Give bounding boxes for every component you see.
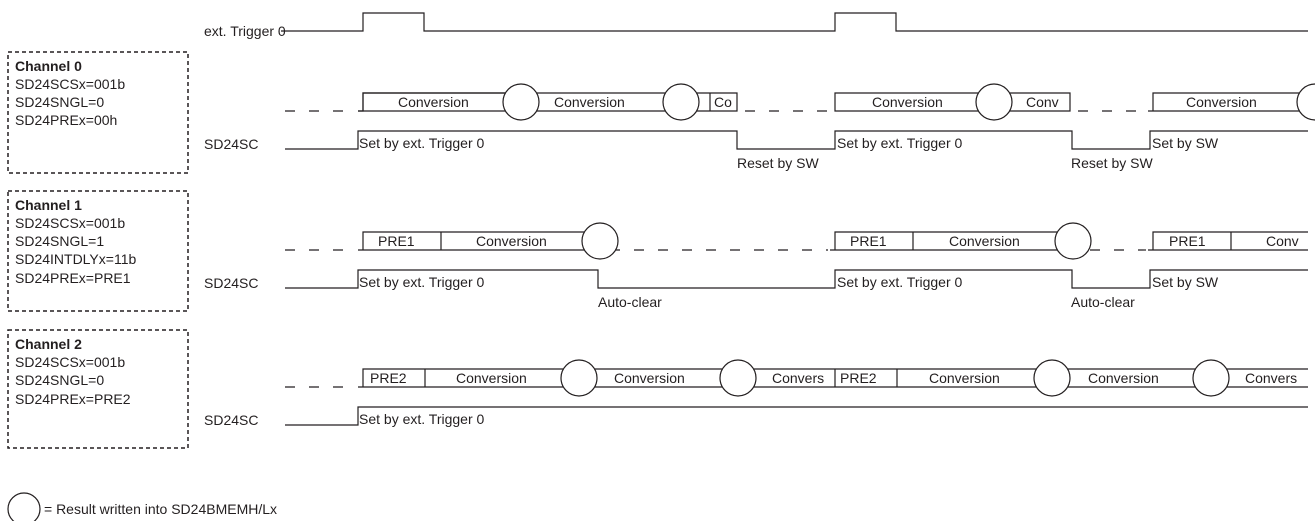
sd24sc-annotation: Set by ext. Trigger 0	[359, 274, 484, 290]
cell-label: Conv	[1266, 233, 1299, 249]
sd24sc-label: SD24SC	[204, 275, 258, 291]
result-circle	[502, 83, 540, 121]
cell-label: PRE1	[850, 233, 887, 249]
config-line: SD24SCSx=001b	[15, 354, 125, 370]
result-circle	[1296, 83, 1315, 121]
sd24sc-annotation: Set by SW	[1152, 274, 1219, 290]
channel-1: Channel 1 SD24SCSx=001b SD24SNGL=1 SD24I…	[7, 190, 1308, 312]
legend-text: = Result written into SD24BMEMH/Lx	[44, 501, 277, 517]
trigger-label: ext. Trigger 0	[204, 23, 286, 39]
bus-segment	[358, 92, 1308, 112]
result-circle	[560, 359, 598, 397]
cell-label: Conversion	[1088, 370, 1159, 386]
channel-config-box	[7, 190, 189, 312]
cell-label: PRE2	[840, 370, 877, 386]
config-line: SD24PREx=PRE2	[15, 391, 131, 407]
cell-label: Conversion	[614, 370, 685, 386]
sd24sc-row: SD24SC Set by ext. Trigger 0	[204, 406, 1308, 428]
config-line: SD24PREx=PRE1	[15, 270, 131, 286]
cell-label: PRE2	[370, 370, 407, 386]
sd24sc-label: SD24SC	[204, 136, 258, 152]
cell-label: Conversion	[476, 233, 547, 249]
cell-label: Conversion	[949, 233, 1020, 249]
conversion-bus: Conversion Conversion Co Conversion Conv…	[285, 83, 1315, 121]
sd24sc-annotation: Reset by SW	[1071, 155, 1153, 171]
channel-config-box	[7, 329, 189, 449]
sd24sc-annotation: Auto-clear	[598, 294, 662, 310]
channel-2: Channel 2 SD24SCSx=001b SD24SNGL=0 SD24P…	[7, 329, 1308, 449]
config-line: SD24PREx=00h	[15, 112, 117, 128]
cell-label: Conversion	[456, 370, 527, 386]
channel-title: Channel 1	[15, 197, 82, 213]
result-circle	[1192, 359, 1230, 397]
cell-label: Convers	[1245, 370, 1297, 386]
result-circle	[581, 222, 619, 260]
sd24sc-annotation: Reset by SW	[737, 155, 819, 171]
cell-label: PRE1	[1169, 233, 1206, 249]
trigger-waveform	[281, 12, 1308, 32]
bus-segment	[1148, 231, 1308, 251]
config-line: SD24SCSx=001b	[15, 76, 125, 92]
result-circle	[662, 83, 700, 121]
sd24sc-annotation: Set by ext. Trigger 0	[359, 411, 484, 427]
bus-segment	[358, 368, 1308, 388]
sd24sc-annotation: Set by SW	[1152, 135, 1219, 151]
cell-label: Conversion	[398, 94, 469, 110]
sd24sc-row: SD24SC Set by ext. Trigger 0 Reset by SW…	[204, 130, 1308, 171]
trigger-row: ext. Trigger 0	[204, 12, 1308, 39]
sd24sc-waveform	[285, 269, 1308, 289]
result-circle	[1033, 359, 1071, 397]
cell-label: Conversion	[554, 94, 625, 110]
cell-label: Co	[714, 94, 732, 110]
result-circle	[1054, 222, 1092, 260]
bus-segment	[358, 231, 597, 251]
conversion-bus: PRE2 Conversion Conversion Convers PRE2 …	[285, 359, 1308, 397]
sd24sc-waveform	[285, 406, 1308, 426]
cell-label: Conversion	[1186, 94, 1257, 110]
legend: = Result written into SD24BMEMH/Lx	[7, 492, 277, 521]
channel-config-box	[7, 51, 189, 174]
cell-label: PRE1	[378, 233, 415, 249]
sd24sc-annotation: Set by ext. Trigger 0	[359, 135, 484, 151]
config-line: SD24SNGL=1	[15, 233, 104, 249]
result-circle	[975, 83, 1013, 121]
sd24sc-waveform	[285, 130, 1308, 150]
config-line: SD24SNGL=0	[15, 372, 104, 388]
sd24sc-annotation: Auto-clear	[1071, 294, 1135, 310]
sd24sc-annotation: Set by ext. Trigger 0	[837, 135, 962, 151]
sd24sc-annotation: Set by ext. Trigger 0	[837, 274, 962, 290]
channel-title: Channel 2	[15, 336, 82, 352]
cell-label: Conversion	[929, 370, 1000, 386]
cell-label: Conv	[1026, 94, 1059, 110]
channel-title: Channel 0	[15, 58, 82, 74]
config-line: SD24INTDLYx=11b	[15, 251, 136, 267]
sd24sc-label: SD24SC	[204, 412, 258, 428]
legend-result-circle	[7, 492, 41, 521]
config-line: SD24SNGL=0	[15, 94, 104, 110]
channel-0: Channel 0 SD24SCSx=001b SD24SNGL=0 SD24P…	[7, 51, 1315, 174]
cell-label: Convers	[772, 370, 824, 386]
sd24sc-row: SD24SC Set by ext. Trigger 0 Auto-clear …	[204, 269, 1308, 310]
cell-label: Conversion	[872, 94, 943, 110]
config-line: SD24SCSx=001b	[15, 215, 125, 231]
bus-segment	[830, 231, 1071, 251]
conversion-bus: PRE1 Conversion PRE1 Conversion PRE1 Con…	[285, 222, 1308, 260]
result-circle	[719, 359, 757, 397]
